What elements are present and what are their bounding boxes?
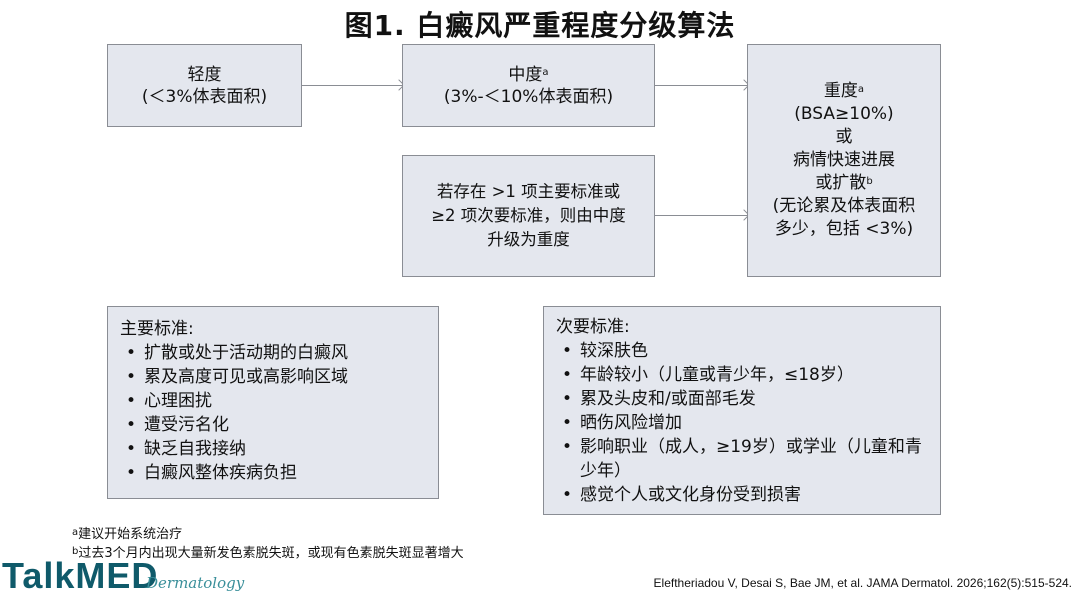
arrow-mild-to-moderate	[302, 85, 402, 86]
figure-title: 图1. 白癜风严重程度分级算法	[344, 9, 736, 42]
mild-detail: (＜3%体表面积)	[141, 86, 268, 107]
list-item: 扩散或处于活动期的白癜风	[120, 341, 426, 365]
dermatology-wordmark: Dermatology	[146, 574, 245, 592]
moderate-box: 中度a (3%-＜10%体表面积)	[402, 44, 655, 127]
major-criteria-heading: 主要标准:	[120, 319, 194, 339]
list-item: 缺乏自我接纳	[120, 437, 426, 461]
minor-criteria-heading: 次要标准:	[556, 317, 630, 337]
moderate-label: 中度	[508, 64, 543, 85]
minor-criteria-panel: 次要标准: 较深肤色 年龄较小（儿童或青少年，≤18岁） 累及头皮和/或面部毛发…	[543, 306, 941, 515]
list-item: 白癜风整体疾病负担	[120, 461, 426, 485]
upgrade-line-1: 若存在 >1 项主要标准或	[436, 182, 621, 201]
footnote-b: b过去3个月内出现大量新发色素脱失斑，或现有色素脱失斑显著增大	[72, 546, 464, 562]
list-item: 累及高度可见或高影响区域	[120, 365, 426, 389]
severe-tail-2: 多少，包括 <3%)	[774, 219, 914, 239]
talkmed-logo: TalkMED	[2, 555, 159, 596]
list-item: 影响职业（成人，≥19岁）或学业（儿童和青少年）	[556, 435, 928, 483]
list-item: 心理困扰	[120, 389, 426, 413]
footnote-a-text: 建议开始系统治疗	[78, 527, 183, 542]
severe-spread-mark: b	[866, 176, 873, 187]
major-criteria-list: 扩散或处于活动期的白癜风 累及高度可见或高影响区域 心理困扰 遭受污名化 缺乏自…	[120, 341, 426, 485]
list-item: 年龄较小（儿童或青少年，≤18岁）	[556, 363, 928, 387]
list-item: 晒伤风险增加	[556, 411, 928, 435]
severe-box: 重度a (BSA≥10%) 或 病情快速进展 或扩散b (无论累及体表面积 多少…	[747, 44, 941, 277]
severe-label: 重度	[823, 81, 858, 101]
severe-or: 或	[835, 127, 853, 147]
severe-spread: 或扩散	[815, 173, 867, 193]
arrow-moderate-to-severe	[655, 85, 747, 86]
footnote-b-mark: b	[72, 546, 79, 557]
footnote-a-mark: a	[72, 527, 79, 538]
list-item: 累及头皮和/或面部毛发	[556, 387, 928, 411]
list-item: 较深肤色	[556, 339, 928, 363]
list-item: 感觉个人或文化身份受到损害	[556, 483, 928, 507]
upgrade-line-3: 升级为重度	[487, 230, 570, 249]
footnote-a: a建议开始系统治疗	[72, 527, 182, 543]
mild-box: 轻度 (＜3%体表面积)	[107, 44, 302, 127]
severe-bsa: (BSA≥10%)	[794, 104, 894, 124]
upgrade-box: 若存在 >1 项主要标准或 ≥2 项次要标准，则由中度 升级为重度	[402, 155, 655, 277]
upgrade-line-2: ≥2 项次要标准，则由中度	[431, 206, 626, 225]
minor-criteria-list: 较深肤色 年龄较小（儿童或青少年，≤18岁） 累及头皮和/或面部毛发 晒伤风险增…	[556, 339, 928, 507]
severe-footnote-mark: a	[857, 84, 865, 95]
footnote-b-text: 过去3个月内出现大量新发色素脱失斑，或现有色素脱失斑显著增大	[78, 546, 464, 561]
list-item: 遭受污名化	[120, 413, 426, 437]
moderate-footnote-mark: a	[542, 66, 549, 78]
severe-tail-1: (无论累及体表面积	[772, 196, 916, 216]
major-criteria-panel: 主要标准: 扩散或处于活动期的白癜风 累及高度可见或高影响区域 心理困扰 遭受污…	[107, 306, 439, 499]
severe-progression: 病情快速进展	[793, 150, 895, 170]
arrow-upgrade-to-severe	[655, 215, 747, 216]
citation: Eleftheriadou V, Desai S, Bae JM, et al.…	[653, 576, 1072, 590]
moderate-detail: (3%-＜10%体表面积)	[443, 86, 614, 107]
mild-label: 轻度	[187, 64, 222, 85]
